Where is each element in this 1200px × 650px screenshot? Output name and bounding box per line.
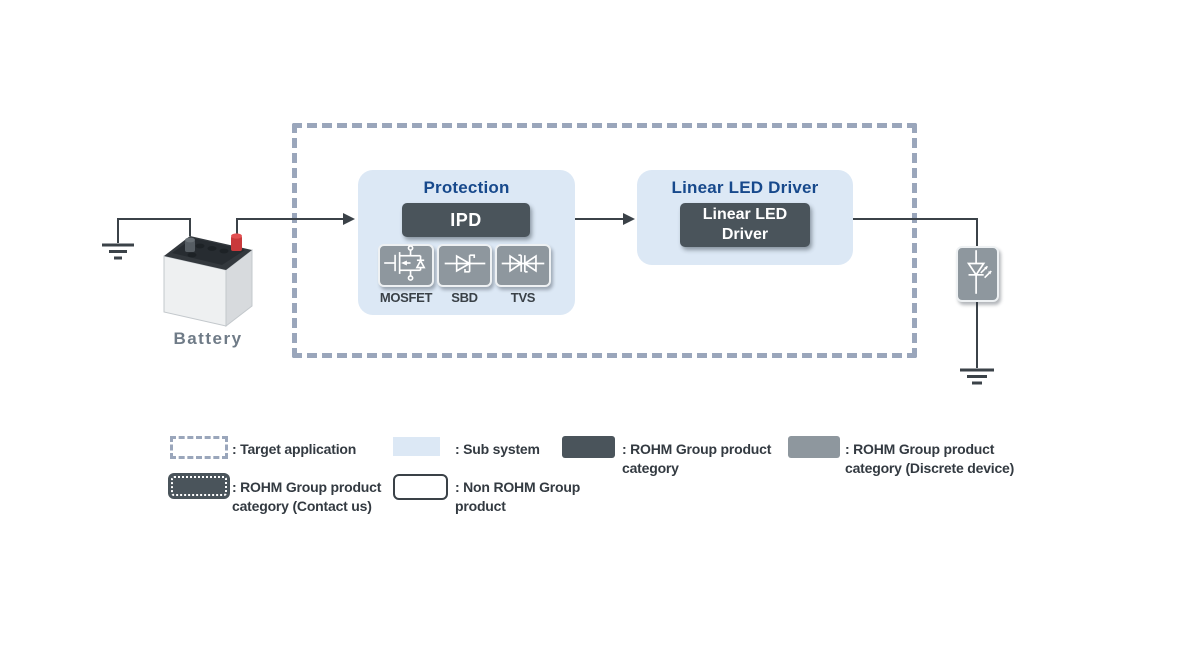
mosfet-label: MOSFET	[379, 290, 433, 305]
legend-label-non-rohm: : Non ROHM Group product	[455, 478, 580, 516]
legend-label-rohm-contact-line1: : ROHM Group product	[232, 479, 382, 495]
linear-led-driver-button[interactable]: Linear LED Driver	[680, 203, 810, 247]
legend-label-rohm-discrete: : ROHM Group product category (Discrete …	[845, 440, 1014, 478]
legend-swatch-sub-system	[393, 437, 440, 456]
protection-title: Protection	[423, 178, 510, 197]
legend-swatch-rohm-contact	[168, 473, 230, 499]
led-icon	[960, 248, 996, 301]
legend-label-rohm-contact-line2: category (Contact us)	[232, 498, 372, 514]
legend-label-rohm-contact: : ROHM Group product category (Contact u…	[232, 478, 381, 516]
legend-swatch-rohm-contact-inner	[171, 476, 227, 496]
battery-label: Battery	[173, 329, 243, 348]
tvs-box[interactable]	[495, 244, 551, 287]
tvs-icon	[498, 245, 548, 287]
legend-label-rohm-category-line1: : ROHM Group product	[622, 441, 772, 457]
mosfet-box[interactable]	[378, 244, 434, 287]
legend-label-rohm-category: : ROHM Group product category	[622, 440, 771, 478]
tvs-label: TVS	[510, 290, 536, 305]
legend-swatch-non-rohm	[393, 474, 448, 500]
legend-label-non-rohm-line2: product	[455, 498, 506, 514]
led-driver-title: Linear LED Driver	[671, 178, 819, 197]
legend-label-rohm-discrete-line1: : ROHM Group product	[845, 441, 995, 457]
led-load-box[interactable]	[956, 246, 999, 302]
ground-icon-left	[102, 243, 134, 260]
mosfet-icon	[381, 243, 431, 288]
legend-label-non-rohm-line1: : Non ROHM Group	[455, 479, 581, 495]
battery-illustration	[156, 224, 260, 332]
led-driver-subsystem: Linear LED Driver Linear LED Driver	[637, 170, 853, 265]
linear-led-driver-button-label: Linear LED Driver	[702, 206, 788, 243]
legend-label-target-application: : Target application	[232, 441, 357, 457]
sbd-box[interactable]	[437, 244, 492, 287]
legend-label-rohm-category-line2: category	[622, 460, 679, 476]
sbd-label: SBD	[451, 290, 478, 305]
legend-swatch-rohm-category	[562, 436, 615, 458]
ipd-button[interactable]: IPD	[402, 203, 530, 237]
legend-label-rohm-discrete-line2: category (Discrete device)	[845, 460, 1015, 476]
protection-subsystem: Protection IPD	[358, 170, 575, 315]
sbd-icon	[441, 245, 489, 287]
ground-icon-right	[960, 368, 994, 385]
legend-swatch-rohm-discrete	[788, 436, 840, 458]
legend-label-sub-system: : Sub system	[455, 441, 540, 457]
legend-swatch-target-application	[170, 436, 228, 459]
